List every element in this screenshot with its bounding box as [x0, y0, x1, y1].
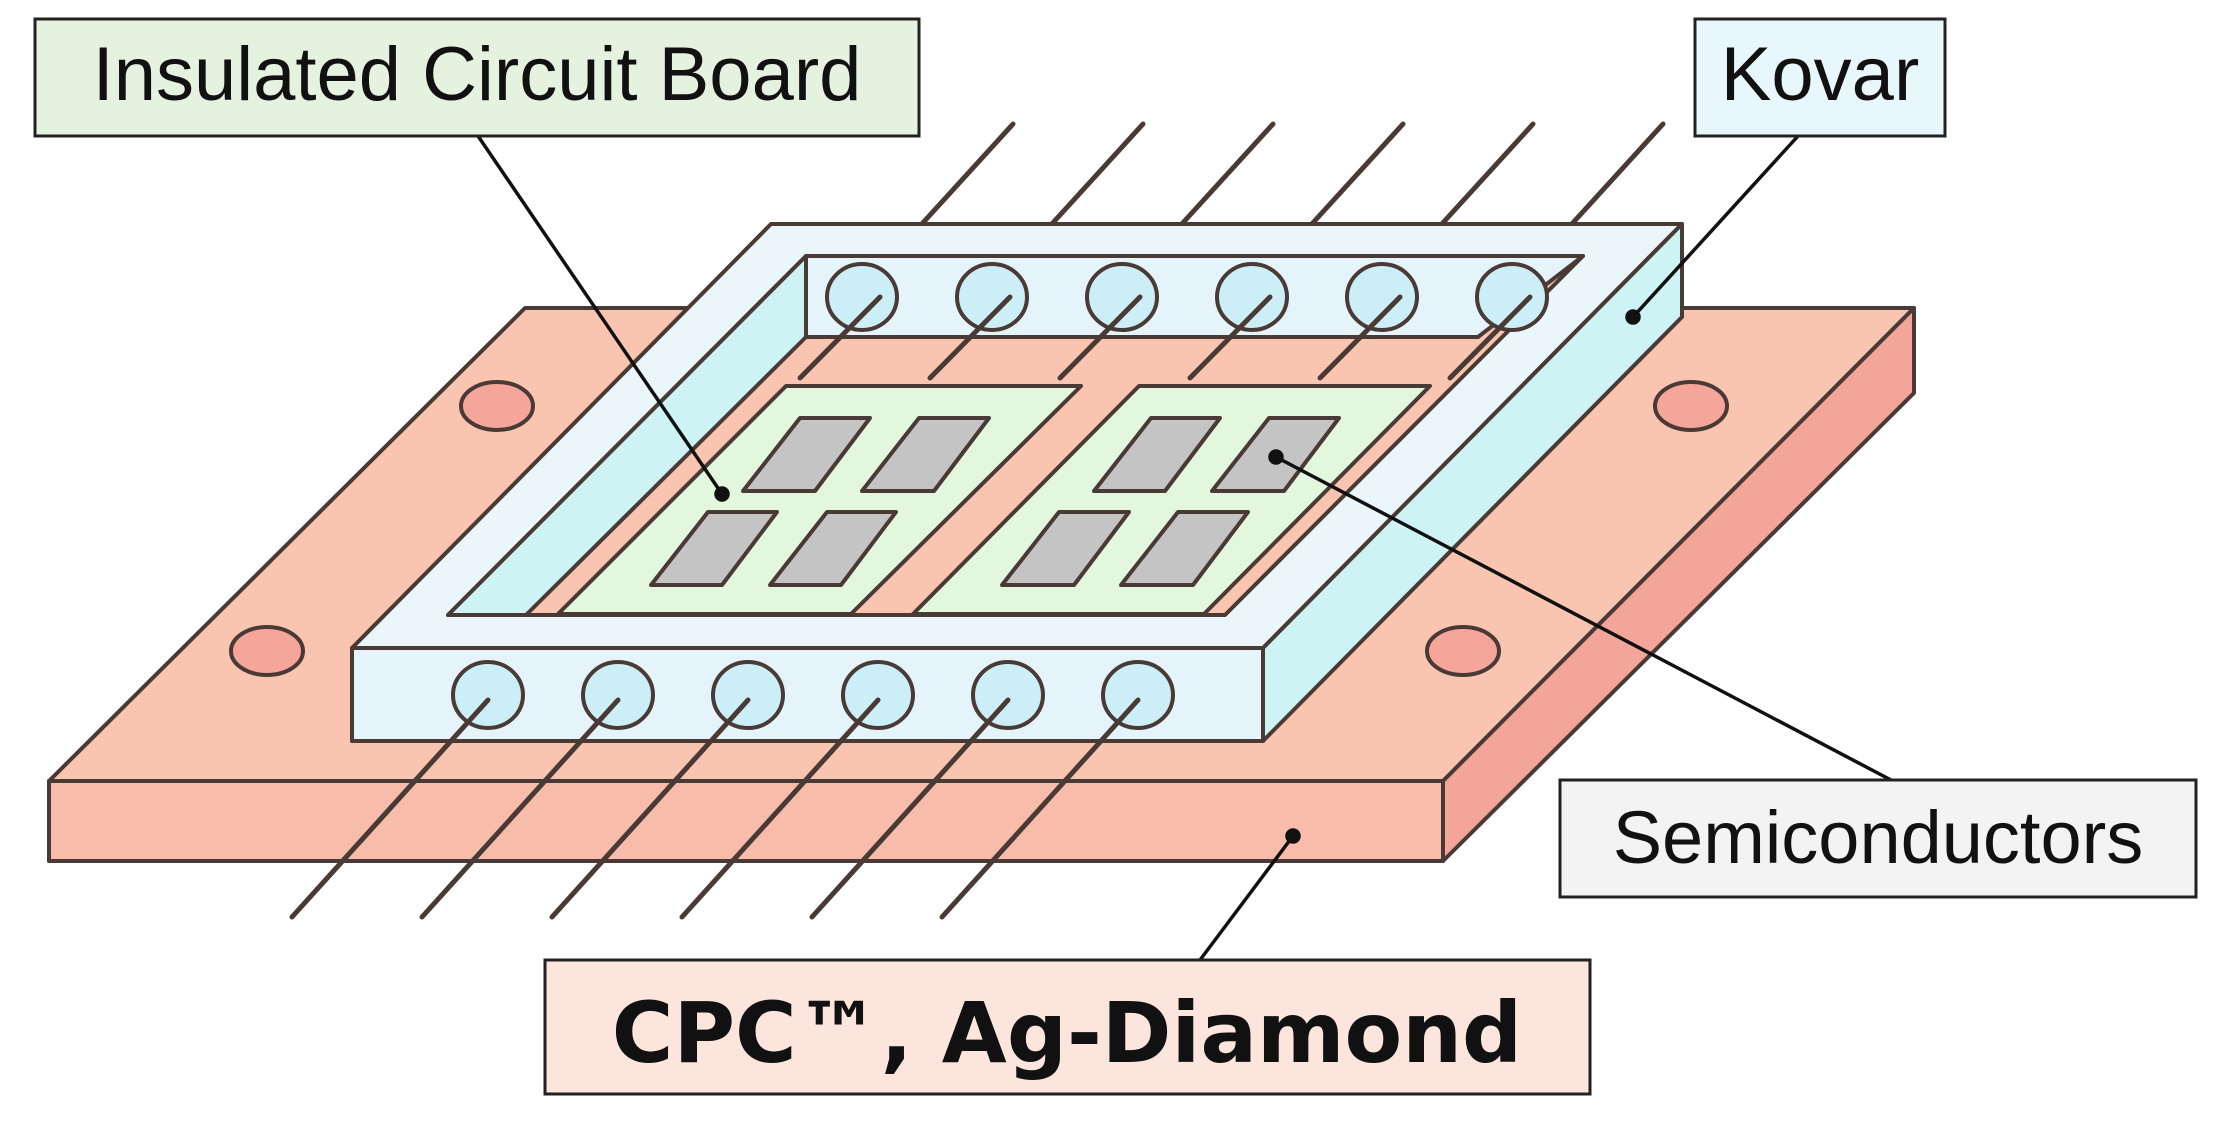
front-pins [289, 660, 1175, 920]
pin-hole [581, 660, 655, 730]
leader-dot [1268, 449, 1284, 465]
pin [917, 121, 1016, 229]
label-text: CPC™, Ag-Diamond [612, 984, 1522, 1082]
pin-hole [1215, 262, 1289, 332]
pin-hole [1101, 660, 1175, 730]
label-text: Kovar [1721, 32, 1920, 117]
leader-dot [1285, 828, 1301, 844]
leader-dot [1625, 309, 1641, 325]
pin [809, 697, 1011, 920]
pin-hole [1475, 262, 1549, 332]
pin [1177, 121, 1276, 229]
label-text: Semiconductors [1613, 796, 2144, 879]
pin-hole [841, 660, 915, 730]
leader-line-semiconductors [1275, 455, 1892, 782]
label-kovar: Kovar [1693, 17, 1947, 138]
pin [1047, 121, 1146, 229]
kovar-inner-back-wall [804, 254, 1585, 339]
pin-hole [825, 262, 899, 332]
mounting-hole [1425, 625, 1501, 677]
back-pin-holes [797, 262, 1549, 381]
leader-dot [714, 486, 730, 502]
semiconductor-chip [1000, 510, 1131, 587]
leader-lines [476, 134, 1892, 962]
pin [549, 697, 751, 920]
pin [927, 294, 1013, 381]
label-base-material: CPC™, Ag-Diamond [543, 958, 1592, 1096]
semiconductor-chip [1119, 510, 1250, 587]
pin [419, 697, 621, 920]
pin [679, 697, 881, 920]
label-semiconductors: Semiconductors [1558, 778, 2198, 899]
semiconductor-chip [768, 510, 898, 587]
kovar-frame-side [1261, 222, 1684, 743]
label-insulated-circuit-board: Insulated Circuit Board [33, 17, 921, 138]
pin [1317, 294, 1403, 381]
base-plate-side [1441, 306, 1916, 863]
kovar-inner-left-wall [446, 254, 808, 617]
pin [1187, 294, 1273, 381]
pin-hole [971, 660, 1045, 730]
pin-hole [955, 262, 1029, 332]
pin [1057, 294, 1143, 381]
label-box [1558, 778, 2198, 899]
label-box [1693, 17, 1947, 138]
semiconductor-chip [649, 510, 779, 587]
pin-hole [1085, 262, 1159, 332]
pin-hole [711, 660, 785, 730]
mounting-hole [229, 625, 305, 677]
label-box [543, 958, 1592, 1096]
mounting-hole [1653, 380, 1729, 432]
semiconductor-chip [860, 416, 991, 493]
semiconductor-chip [741, 416, 872, 493]
leader-line-base-material [1198, 834, 1295, 962]
mounting-hole [459, 380, 535, 432]
semiconductor-chips [649, 416, 1341, 587]
pin [1437, 121, 1536, 229]
leader-line-insulated-circuit-board [476, 135, 724, 495]
semiconductor-chip [1092, 416, 1222, 493]
pin [289, 697, 491, 920]
pin-hole [451, 660, 525, 730]
back-pins [917, 121, 1666, 229]
leader-line-kovar [1631, 134, 1800, 319]
pin [1447, 294, 1533, 381]
pin [1567, 121, 1666, 229]
pin-hole [1345, 262, 1419, 332]
label-box [33, 17, 921, 138]
pin [1307, 121, 1406, 229]
label-text: Insulated Circuit Board [93, 32, 862, 117]
pin [797, 294, 883, 381]
pin [939, 697, 1141, 920]
